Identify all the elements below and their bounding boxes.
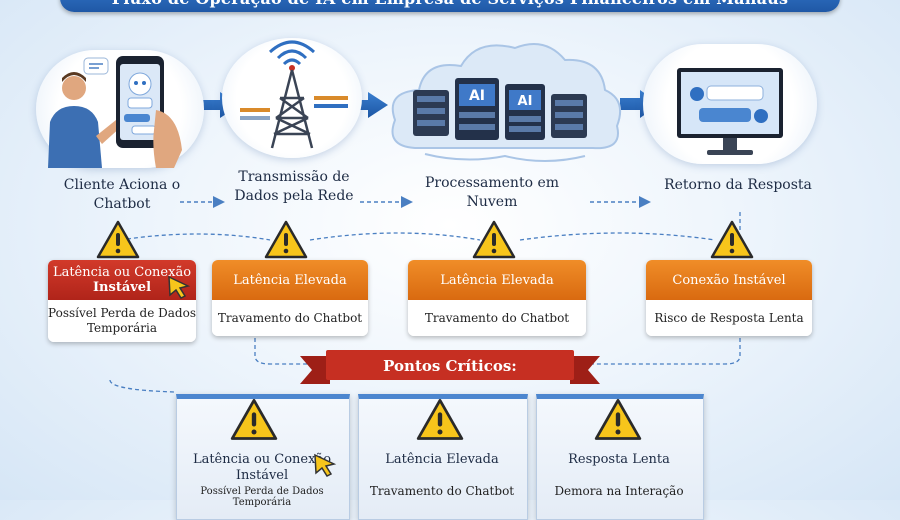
- risk-card-header: Conexão Instável: [646, 260, 812, 300]
- ai-chip-label: AI: [469, 88, 485, 104]
- warning-icon: [594, 399, 642, 440]
- warning-icon: [416, 399, 464, 440]
- title-banner: [60, 0, 840, 12]
- critical-title: Pontos Críticos:: [383, 357, 517, 375]
- ai-chip-label-2: AI: [518, 94, 533, 109]
- step-2-illustration: [222, 38, 362, 158]
- risk-card-header: Latência Elevada: [408, 260, 586, 300]
- warning-icon: [710, 220, 754, 259]
- step-1-illustration: [36, 50, 204, 168]
- critical-panel-2-label: Latência Elevada: [385, 452, 499, 467]
- critical-panel-2-sub: Travamento do Chatbot: [369, 484, 515, 498]
- step-4-illustration: [643, 44, 817, 164]
- cursor-icon: [314, 453, 337, 477]
- warning-icon: [264, 220, 308, 259]
- risk-card-3: Latência Elevada Travamento do Chatbot: [408, 260, 586, 336]
- step-4-label: Retorno da Resposta: [664, 177, 812, 193]
- critical-panel-1-sub: Possível Perda de Dados Temporária: [200, 486, 324, 508]
- monitor-chat-icon: [677, 68, 783, 155]
- phone-chatbot-icon: [48, 56, 182, 168]
- risk-card-4: Conexão Instável Risco de Resposta Lenta: [646, 260, 812, 336]
- arrow-2: [340, 92, 388, 118]
- warning-icon: [230, 399, 278, 440]
- critical-panel-3-label: Resposta Lenta: [568, 452, 670, 467]
- signal-tower-icon: [240, 40, 348, 149]
- cursor-icon: [168, 275, 191, 299]
- critical-panel-3-sub: Demora na Interação: [554, 484, 684, 498]
- warning-icon: [472, 220, 516, 259]
- risk-card-2: Latência Elevada Travamento do Chatbot: [212, 260, 368, 336]
- risk-card-body: Travamento do Chatbot: [212, 300, 368, 336]
- risk-card-body: Travamento do Chatbot: [408, 300, 586, 336]
- warning-icon: [96, 220, 140, 259]
- risk-card-header: Latência Elevada: [212, 260, 368, 300]
- risk-card-body: Risco de Resposta Lenta: [646, 300, 812, 336]
- cloud-servers-icon: AI AI: [391, 43, 621, 162]
- critical-ribbon: [300, 350, 600, 384]
- page-title: Fluxo de Operação de IA em Empresa de Se…: [60, 0, 840, 10]
